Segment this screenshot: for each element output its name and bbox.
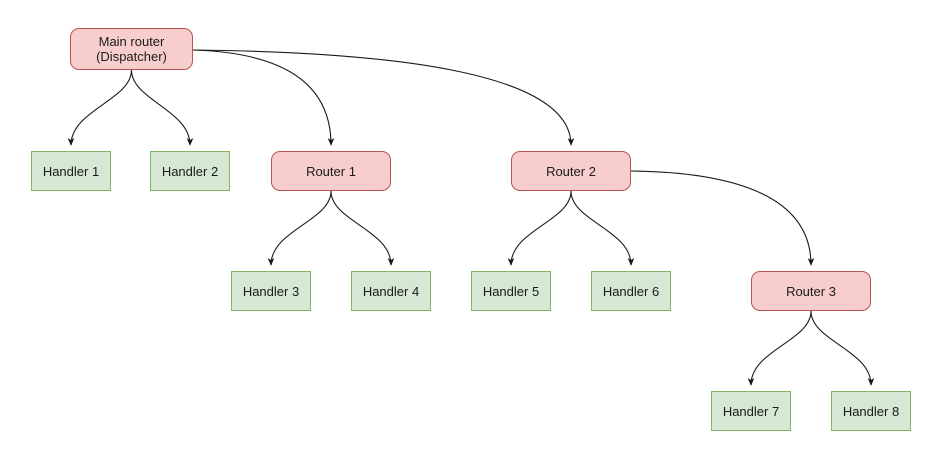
- edge-router-3-to-handler-8: [810, 310, 875, 386]
- node-label-router-1: Router 1: [306, 163, 356, 179]
- node-label-handler-6: Handler 6: [602, 283, 660, 299]
- node-label-router-2: Router 2: [546, 163, 596, 179]
- edge-main-to-router-1: [192, 49, 335, 146]
- edge-main-to-handler-1: [67, 69, 133, 146]
- node-label-handler-7: Handler 7: [722, 403, 780, 419]
- node-label-handler-8: Handler 8: [842, 403, 900, 419]
- edge-router-2-to-handler-6: [570, 190, 635, 266]
- edge-group: [67, 49, 875, 386]
- node-main-router[interactable]: Main router (Dispatcher): [70, 28, 193, 70]
- node-label-main-router: Main router (Dispatcher): [96, 34, 167, 64]
- node-handler-5[interactable]: Handler 5: [471, 271, 551, 311]
- node-label-router-3: Router 3: [786, 283, 836, 299]
- node-handler-7[interactable]: Handler 7: [711, 391, 791, 431]
- node-router-2[interactable]: Router 2: [511, 151, 631, 191]
- edge-router-2-to-router-3: [630, 170, 815, 266]
- edge-main-to-handler-2: [130, 69, 194, 146]
- node-handler-1[interactable]: Handler 1: [31, 151, 111, 191]
- node-label-handler-3: Handler 3: [242, 283, 300, 299]
- node-handler-3[interactable]: Handler 3: [231, 271, 311, 311]
- node-label-handler-2: Handler 2: [161, 163, 219, 179]
- edge-router-1-to-handler-4: [330, 190, 395, 266]
- node-label-handler-5: Handler 5: [482, 283, 540, 299]
- node-label-handler-1: Handler 1: [42, 163, 100, 179]
- node-handler-2[interactable]: Handler 2: [150, 151, 230, 191]
- node-router-3[interactable]: Router 3: [751, 271, 871, 311]
- node-router-1[interactable]: Router 1: [271, 151, 391, 191]
- edge-router-3-to-handler-7: [747, 310, 812, 386]
- edge-router-1-to-handler-3: [267, 190, 332, 266]
- node-handler-8[interactable]: Handler 8: [831, 391, 911, 431]
- node-handler-6[interactable]: Handler 6: [591, 271, 671, 311]
- edge-router-2-to-handler-5: [507, 190, 572, 266]
- edge-main-to-router-2: [192, 49, 575, 146]
- node-label-handler-4: Handler 4: [362, 283, 420, 299]
- node-handler-4[interactable]: Handler 4: [351, 271, 431, 311]
